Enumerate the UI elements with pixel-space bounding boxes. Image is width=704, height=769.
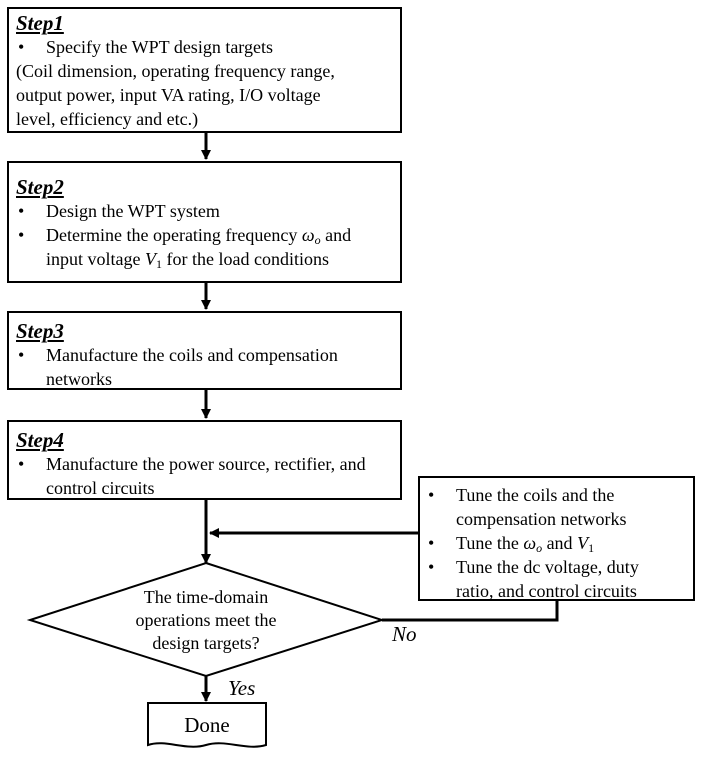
bullet: •: [18, 37, 25, 57]
voltage-subscript: 1: [588, 541, 595, 555]
tune-box: • Tune the coils and the compensation ne…: [418, 476, 695, 601]
tune-item1-text-b: compensation networks: [456, 509, 627, 529]
bullet: •: [18, 201, 25, 221]
step2-item2: • Determine the operating frequency ωo a…: [16, 223, 393, 271]
tune-item1-text-a: Tune the coils and the: [456, 485, 615, 505]
tune-item2-text-a: Tune the: [456, 533, 519, 553]
bullet: •: [18, 454, 25, 474]
yes-label: Yes: [228, 676, 256, 700]
step2-item2-text-b: and: [325, 225, 352, 245]
step4-box: Step4 • Manufacture the power source, re…: [7, 420, 402, 500]
voltage-symbol: V: [577, 533, 589, 553]
no-label: No: [392, 622, 417, 646]
step1-details-line3: level, efficiency and etc.): [16, 109, 199, 129]
step2-item1: • Design the WPT system: [16, 199, 393, 223]
tune-item3-text-b: ratio, and control circuits: [456, 581, 637, 601]
step2-item2-text-d: for the load conditions: [166, 249, 329, 269]
step3-item-text-b: networks: [46, 369, 112, 389]
voltage-symbol: V: [144, 249, 156, 269]
bullet: •: [18, 345, 25, 365]
decision-text: The time-domain operations meet the desi…: [106, 586, 306, 655]
decision-line1: The time-domain: [143, 587, 269, 607]
step1-item-text: Specify the WPT design targets: [46, 37, 273, 57]
step3-item: • Manufacture the coils and compensation…: [16, 343, 393, 391]
step1-title: Step1: [16, 11, 64, 35]
step1-details-line2: output power, input VA rating, I/O volta…: [16, 85, 321, 105]
omega-subscript: o: [314, 233, 321, 247]
bullet: •: [18, 225, 25, 245]
step3-box: Step3 • Manufacture the coils and compen…: [7, 311, 402, 390]
tune-item1: • Tune the coils and the compensation ne…: [426, 483, 687, 531]
tune-item3-text-a: Tune the dc voltage, duty: [456, 557, 639, 577]
step4-item-text-b: control circuits: [46, 478, 155, 498]
tune-item2-text-b: and: [546, 533, 573, 553]
step3-title: Step3: [16, 319, 64, 343]
done-document-shape: [147, 702, 267, 748]
omega-symbol: ω: [523, 533, 537, 553]
tune-item2: • Tune the ωo and V1: [426, 531, 687, 555]
step1-box: Step1 • Specify the WPT design targets (…: [7, 7, 402, 133]
step2-item2-text-a: Determine the operating frequency: [46, 225, 298, 245]
step4-title: Step4: [16, 428, 64, 452]
bullet: •: [428, 557, 435, 577]
step2-title: Step2: [16, 175, 64, 199]
omega-symbol: ω: [301, 225, 315, 245]
omega-subscript: o: [536, 541, 543, 555]
decision-line3: design targets?: [152, 633, 260, 653]
voltage-subscript: 1: [155, 257, 162, 271]
bullet: •: [428, 485, 435, 505]
step4-item: • Manufacture the power source, rectifie…: [16, 452, 393, 500]
step1-item: • Specify the WPT design targets: [16, 35, 393, 59]
step2-item2-text-c: input voltage: [46, 249, 141, 269]
decision-line2: operations meet the: [135, 610, 277, 630]
step2-box: Step2 • Design the WPT system • Determin…: [7, 161, 402, 283]
connector-no-to-tune: [382, 601, 559, 622]
done-label: Done: [184, 713, 230, 737]
step2-item1-text: Design the WPT system: [46, 201, 220, 221]
step4-item-text-a: Manufacture the power source, rectifier,…: [46, 454, 366, 474]
step1-details-line1: (Coil dimension, operating frequency ran…: [16, 61, 335, 81]
step3-item-text-a: Manufacture the coils and compensation: [46, 345, 338, 365]
tune-item3: • Tune the dc voltage, duty ratio, and c…: [426, 555, 687, 603]
decision-diamond: [26, 561, 386, 678]
bullet: •: [428, 533, 435, 553]
